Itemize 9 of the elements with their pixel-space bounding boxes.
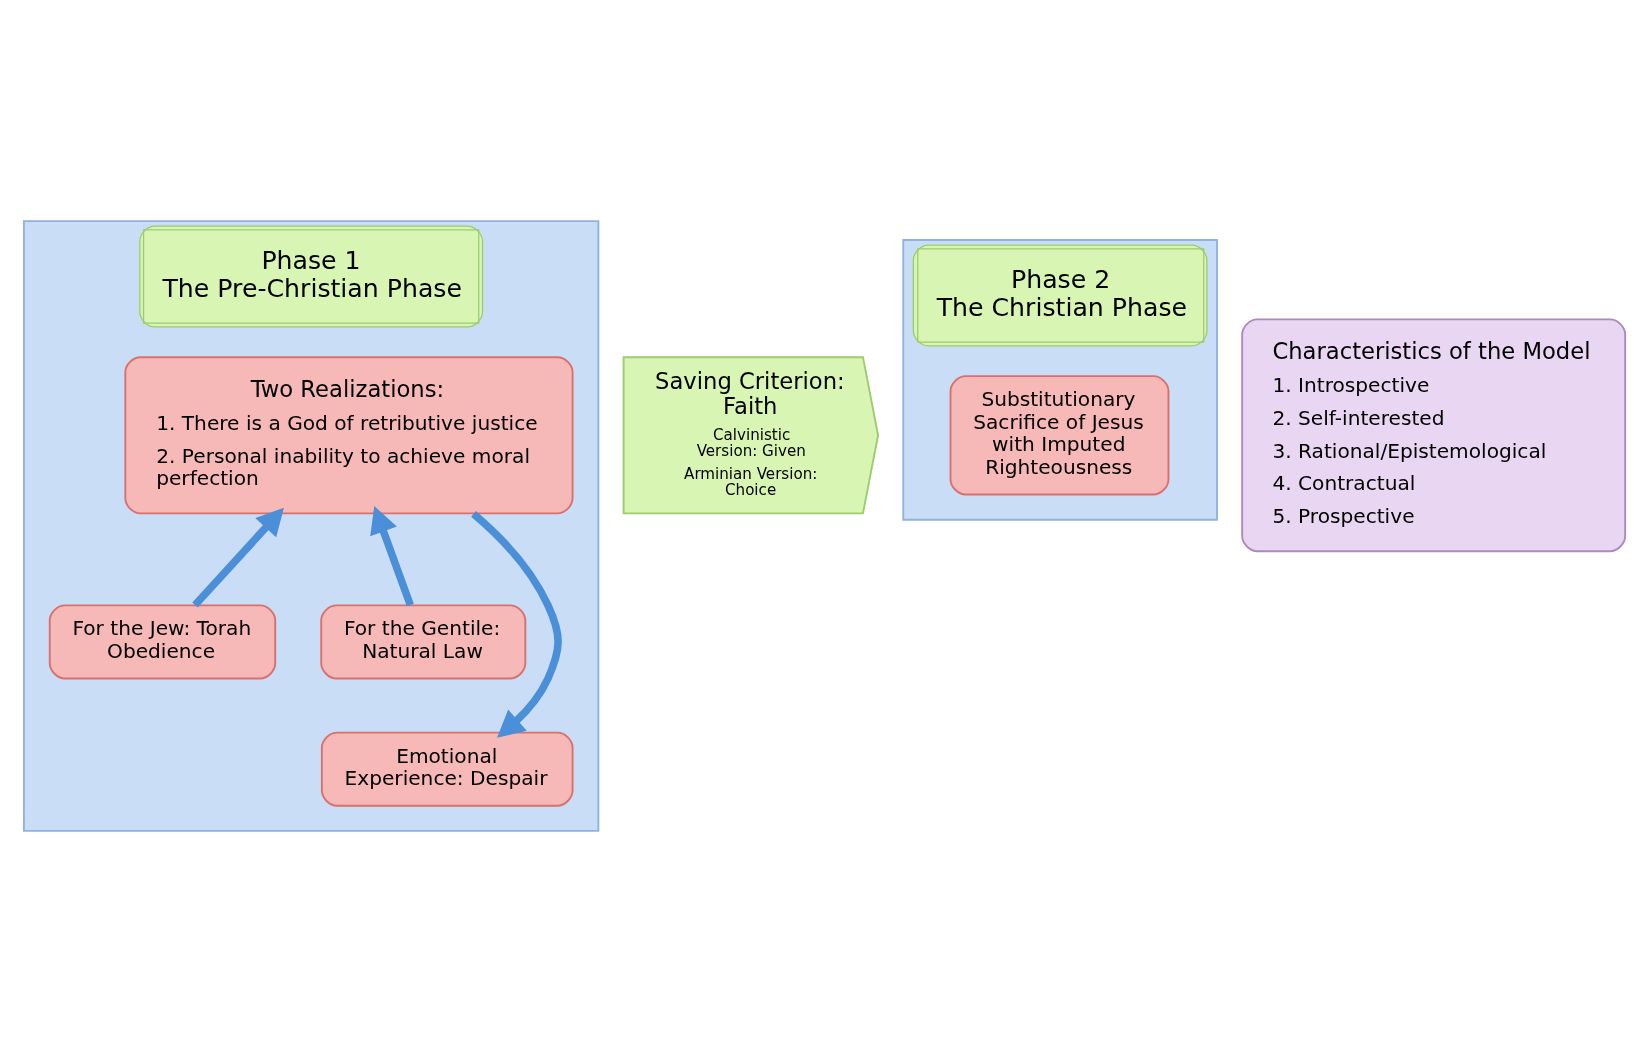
node-box: For the Gentile: Natural Law	[320, 603, 527, 679]
arrow	[471, 510, 562, 738]
node-box: Emotional Experience: Despair	[320, 731, 574, 807]
node-box: Characteristics of the Model 1. Introspective 2. Self-interested 3. Rational/Epistemological 4. Contractual 5. Prospective	[1241, 317, 1627, 552]
node-box: Substitutionary Sacrifice of Jesus with Imputed Righteousness	[949, 374, 1170, 495]
arrow	[192, 507, 284, 608]
node-box: For the Jew: Torah Obedience	[48, 603, 277, 679]
node-box: Two Realizations: 1. There is a God of retributive justice 2. Personal inability to achieve moral perfection	[124, 355, 574, 514]
arrow	[370, 505, 414, 606]
